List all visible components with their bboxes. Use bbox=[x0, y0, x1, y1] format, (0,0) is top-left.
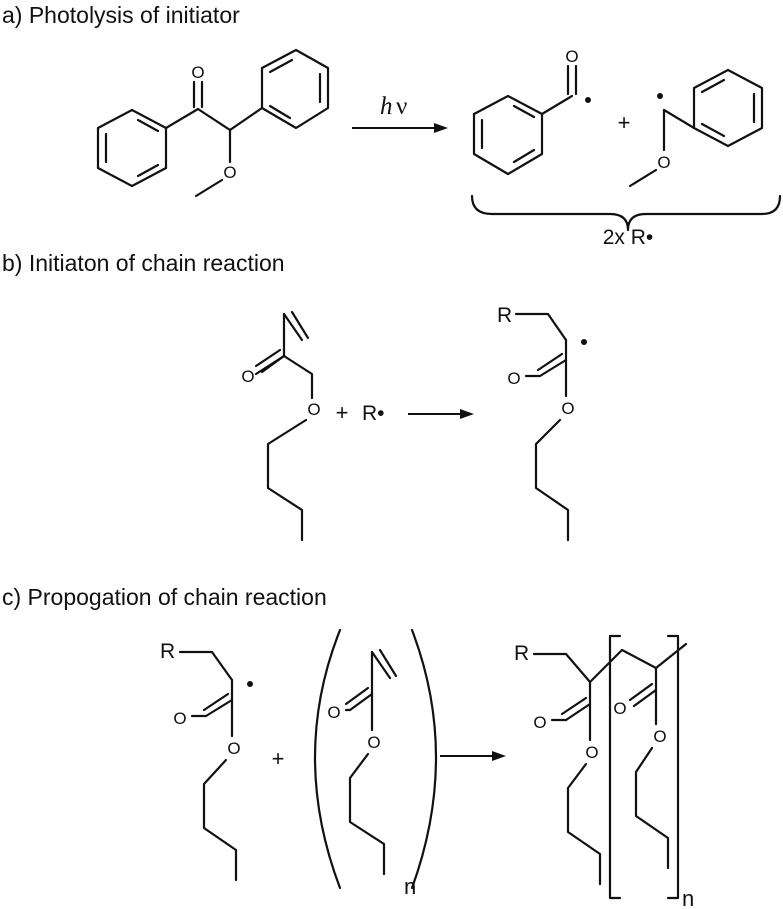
carbonyl-bond bbox=[192, 80, 204, 109]
propagation-arrow bbox=[440, 751, 506, 761]
arrow-label-nu: ν bbox=[396, 93, 407, 120]
radical-brace: 2x R• bbox=[470, 194, 782, 249]
r-group: R bbox=[497, 304, 512, 327]
carbonyl-oxygen: O bbox=[533, 713, 546, 732]
r-group: R bbox=[514, 642, 529, 665]
initiation-arrow bbox=[408, 409, 474, 419]
benzoyl-radical: O bbox=[472, 47, 591, 176]
carbonyl-oxygen: O bbox=[327, 703, 340, 722]
left-square-bracket bbox=[608, 634, 622, 900]
carbonyl-oxygen: O bbox=[173, 709, 186, 728]
plus-sign-b: + bbox=[336, 400, 349, 425]
r-group: R bbox=[160, 640, 175, 663]
benzyl-phenyl-ring bbox=[692, 68, 764, 148]
radical-dot bbox=[581, 339, 587, 345]
ester-oxygen: O bbox=[367, 733, 380, 752]
benzoyl-oxygen: O bbox=[565, 47, 578, 66]
section-c-title: c) Propogation of chain reaction bbox=[2, 584, 327, 610]
ester-oxygen: O bbox=[307, 400, 320, 419]
ester-oxygen: O bbox=[585, 743, 598, 762]
left-phenyl-ring bbox=[96, 108, 168, 188]
benzoyl-phenyl-ring bbox=[472, 94, 544, 176]
section-a-title: a) Photolysis of initiator bbox=[2, 2, 240, 28]
r-radical-reactant: R• bbox=[362, 402, 385, 425]
left-parenthesis bbox=[313, 628, 342, 890]
section-b-title: b) Initiaton of chain reaction bbox=[2, 250, 285, 276]
brace-label: 2x R• bbox=[603, 226, 654, 249]
radical-dot bbox=[585, 97, 591, 103]
radical-dot bbox=[657, 93, 663, 99]
radical-dot bbox=[247, 681, 253, 687]
carbonyl-oxygen: O bbox=[241, 367, 254, 386]
ester-oxygen: O bbox=[561, 399, 574, 418]
oxygen-atom: O bbox=[191, 63, 204, 82]
right-parenthesis bbox=[410, 628, 438, 890]
right-phenyl-ring bbox=[228, 48, 330, 132]
ester-oxygen: O bbox=[227, 739, 240, 758]
initiated-radical: R O O bbox=[497, 304, 587, 542]
repeat-subscript-n: n bbox=[682, 886, 694, 909]
right-square-bracket bbox=[666, 634, 680, 900]
monomer-in-parentheses: O O n bbox=[313, 628, 438, 899]
plus-sign-c: + bbox=[272, 746, 285, 771]
ester-oxygen: O bbox=[653, 727, 666, 746]
photolysis-arrow: h ν bbox=[352, 93, 448, 133]
arrow-label-h: h bbox=[380, 93, 393, 120]
carbonyl-oxygen: O bbox=[507, 369, 520, 388]
plus-sign-a: + bbox=[618, 110, 631, 135]
methoxy-oxygen: O bbox=[223, 163, 236, 182]
repeat-subscript-n: n bbox=[404, 874, 416, 899]
carbonyl-oxygen: O bbox=[613, 699, 626, 718]
growing-chain-radical: R O O bbox=[160, 640, 253, 882]
butyl-acrylate-b: O O bbox=[241, 310, 321, 542]
methoxy-oxygen: O bbox=[657, 153, 670, 172]
propagated-polymer: R O O O O n bbox=[514, 634, 694, 909]
initiator-molecule: O O bbox=[96, 48, 330, 198]
methoxybenzyl-radical: O bbox=[628, 68, 764, 188]
